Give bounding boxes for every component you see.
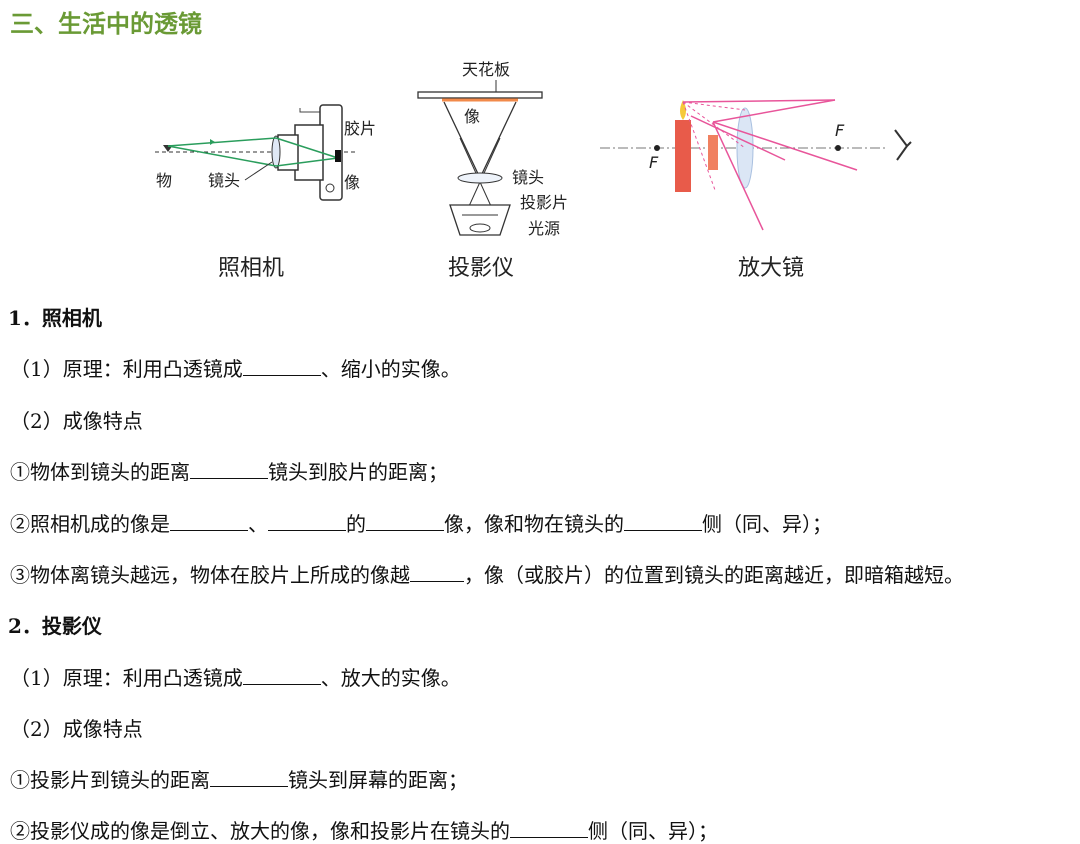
camera-label-lens: 镜头 <box>208 171 240 190</box>
projector-label-ceiling: 天花板 <box>462 60 510 79</box>
projector-label-image: 像 <box>464 107 480 126</box>
projector-label-light: 光源 <box>528 219 560 238</box>
camera-label-object: 物 <box>156 171 172 190</box>
camera-principle: （1）原理：利用凸透镜成、缩小的实像。 <box>10 357 461 381</box>
camera-diagram: 胶片 物 镜头 像 <box>155 104 376 201</box>
projector-principle: （1）原理：利用凸透镜成、放大的实像。 <box>10 666 461 690</box>
magnifier-diagram: F F <box>600 99 912 231</box>
camera-features-label: （2）成像特点 <box>10 409 143 433</box>
projector-caption: 投影仪 <box>448 256 515 281</box>
camera-label-film: 胶片 <box>344 119 376 138</box>
magnifier-label-focus-left: F <box>649 153 659 172</box>
projector-feature-1: ①投影片到镜头的距离镜头到屏幕的距离； <box>10 768 468 792</box>
camera-label-image: 像 <box>344 173 360 192</box>
projector-label-lens: 镜头 <box>512 168 544 187</box>
projector-label-slide: 投影片 <box>520 193 568 212</box>
projector-section-title: 2．投影仪 <box>8 614 102 638</box>
camera-section-title: 1．照相机 <box>8 306 102 330</box>
camera-feature-1: ①物体到镜头的距离镜头到胶片的距离； <box>10 460 448 484</box>
camera-feature-3: ③物体离镜头越远，物体在胶片上所成的像越，像（或胶片）的位置到镜头的距离越近，即… <box>10 563 964 587</box>
magnifier-label-focus-right: F <box>835 121 845 140</box>
magnifier-caption: 放大镜 <box>738 256 805 281</box>
camera-caption: 照相机 <box>218 256 285 281</box>
projector-diagram: 天花板 像 镜头 投影片 光源 <box>417 60 568 238</box>
section-heading: 三、生活中的透镜 <box>10 10 202 38</box>
projector-feature-2: ②投影仪成的像是倒立、放大的像，像和投影片在镜头的侧（同、异）； <box>10 819 718 843</box>
camera-feature-2: ②照相机成的像是、的像，像和物在镜头的侧（同、异）； <box>10 512 832 536</box>
projector-features-label: （2）成像特点 <box>10 717 143 741</box>
